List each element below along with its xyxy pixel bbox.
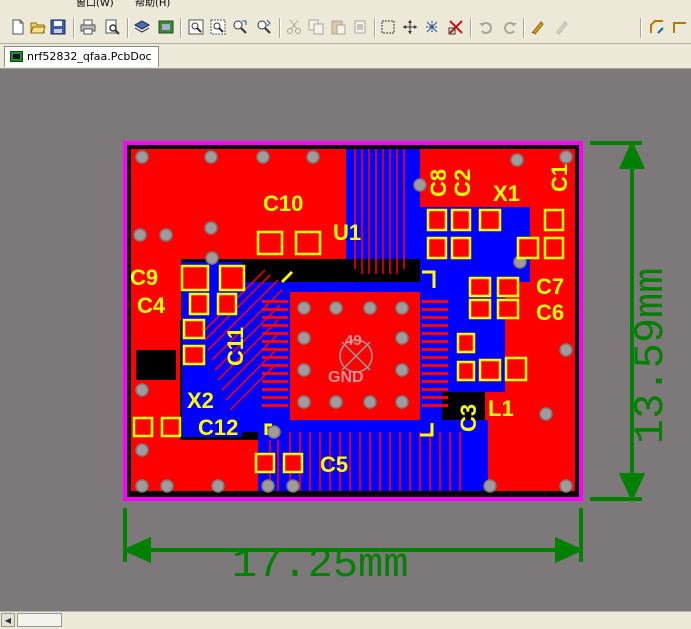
- zoom-fit-icon[interactable]: [188, 19, 204, 35]
- pcb-canvas[interactable]: 49 GND C10 U1 X1 C9 C4 C7 C6 X2 C12 L1 C…: [0, 69, 691, 611]
- width-dimension: [122, 508, 584, 564]
- save-icon[interactable]: [50, 19, 66, 35]
- print-icon[interactable]: [80, 19, 96, 35]
- toolbar: [0, 10, 691, 44]
- designator-u1[interactable]: U1: [333, 220, 361, 245]
- deselect-icon[interactable]: [424, 19, 440, 35]
- designator-c7[interactable]: C7: [536, 274, 564, 299]
- designator-l1[interactable]: L1: [488, 396, 514, 421]
- pad-number-label: 49: [345, 332, 362, 349]
- open-folder-icon[interactable]: [30, 19, 46, 35]
- rubber-stamp-icon[interactable]: [352, 19, 368, 35]
- move-icon[interactable]: [402, 19, 418, 35]
- designator-c4[interactable]: C4: [137, 293, 166, 318]
- menu-help[interactable]: 帮助(H): [135, 0, 171, 9]
- vias: [133, 150, 573, 493]
- menu-bar: 窗口(W) 帮助(H): [0, 0, 691, 10]
- new-file-icon[interactable]: [10, 19, 26, 35]
- document-tab[interactable]: nrf52832_qfaa.PcbDoc: [4, 46, 159, 67]
- designator-c5[interactable]: C5: [320, 452, 348, 477]
- designator-c8[interactable]: C8: [426, 169, 451, 197]
- print-preview-icon[interactable]: [104, 19, 120, 35]
- redo-icon[interactable]: [502, 19, 518, 35]
- designator-x2[interactable]: X2: [187, 388, 214, 413]
- layers-icon[interactable]: [134, 19, 150, 35]
- crossprobe-icon[interactable]: [530, 19, 546, 35]
- copy-icon[interactable]: [308, 19, 324, 35]
- designator-c6[interactable]: C6: [536, 300, 564, 325]
- paste-icon[interactable]: [330, 19, 346, 35]
- crossprobe-alt-icon[interactable]: [554, 19, 570, 35]
- designator-c2[interactable]: C2: [450, 169, 475, 197]
- menu-window[interactable]: 窗口(W): [76, 0, 114, 9]
- designator-c3[interactable]: C3: [456, 404, 481, 432]
- height-dimension-label: 13.59mm: [627, 268, 675, 444]
- clear-filter-icon[interactable]: [448, 19, 464, 35]
- pcb-document-icon: [10, 51, 23, 62]
- designator-c11[interactable]: C11: [223, 327, 248, 366]
- height-dimension: [590, 140, 646, 502]
- u1-silkscreen: [264, 270, 436, 437]
- x2-pads: [136, 350, 176, 380]
- signal-traces: [204, 149, 461, 491]
- qfn-pins: [262, 300, 448, 407]
- width-dimension-label: 17.25mm: [232, 541, 408, 589]
- cut-icon[interactable]: [286, 19, 302, 35]
- zoom-filtered-icon[interactable]: [256, 19, 272, 35]
- designator-c9[interactable]: C9: [130, 265, 158, 290]
- undo-icon[interactable]: [478, 19, 494, 35]
- select-area-icon[interactable]: [380, 19, 396, 35]
- designator-x1[interactable]: X1: [493, 181, 520, 206]
- designator-c12[interactable]: C12: [198, 415, 238, 440]
- gnd-net-label: GND: [328, 369, 364, 386]
- gnd-pad-mark: [339, 339, 373, 373]
- zoom-selected-icon[interactable]: [232, 19, 248, 35]
- designator-c1[interactable]: C1: [547, 164, 572, 192]
- scrollbar-thumb[interactable]: [17, 613, 62, 627]
- interactive-route-icon[interactable]: [649, 19, 665, 35]
- zoom-area-icon[interactable]: [210, 19, 226, 35]
- component-pads: [132, 208, 565, 474]
- designator-c10[interactable]: C10: [263, 191, 303, 216]
- place-track-icon[interactable]: [672, 19, 688, 35]
- document-tab-bar: nrf52832_qfaa.PcbDoc: [0, 44, 691, 69]
- scroll-left-arrow-icon[interactable]: ◀: [1, 613, 15, 627]
- document-tab-label: nrf52832_qfaa.PcbDoc: [27, 50, 152, 63]
- horizontal-scrollbar[interactable]: ◀: [0, 611, 691, 629]
- board-view-icon[interactable]: [158, 19, 174, 35]
